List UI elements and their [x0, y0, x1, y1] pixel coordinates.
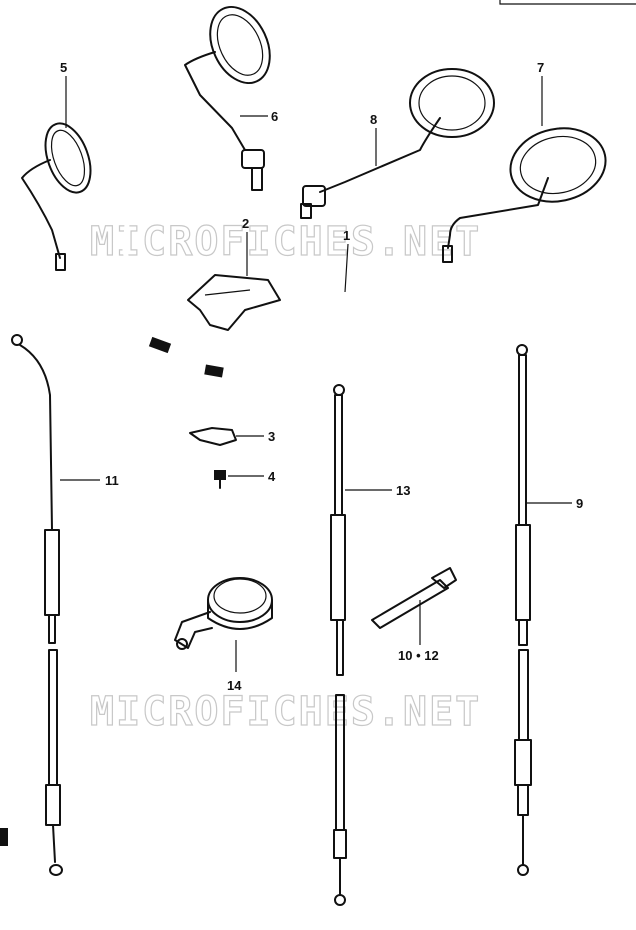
cable-right: [514, 344, 532, 876]
leader-1: [344, 243, 349, 293]
frame-corner: [499, 0, 636, 5]
cable-strap: [371, 567, 457, 629]
callout-2: 2: [242, 216, 249, 231]
mirror-upper: [184, 5, 271, 191]
screw: [214, 470, 226, 489]
cable-left: [11, 334, 63, 876]
callout-5: 5: [60, 60, 67, 75]
cable-middle: [330, 384, 347, 906]
callout-14: 14: [227, 678, 242, 693]
edge-fragment: [0, 828, 8, 846]
callout-8: 8: [370, 112, 377, 127]
mirror-right: [442, 127, 607, 263]
handlebar-holder: [187, 274, 281, 331]
callout-6: 6: [271, 109, 278, 124]
callout-7: 7: [537, 60, 544, 75]
callout-10-12: 10 • 12: [398, 648, 439, 663]
handlebar: [122, 87, 521, 378]
gauge: [174, 577, 273, 650]
callout-13: 13: [396, 483, 410, 498]
mirror-left: [21, 122, 92, 271]
callout-1: 1: [343, 228, 350, 243]
callout-11: 11: [105, 473, 119, 488]
callout-3: 3: [268, 429, 275, 444]
bracket: [189, 427, 237, 446]
mirror-right-center: [300, 68, 495, 219]
callout-4: 4: [268, 469, 276, 484]
callout-9: 9: [576, 496, 583, 511]
watermark-top: MICROFICHES.NET: [90, 219, 481, 265]
watermark-bottom: MICROFICHES.NET: [90, 689, 481, 735]
